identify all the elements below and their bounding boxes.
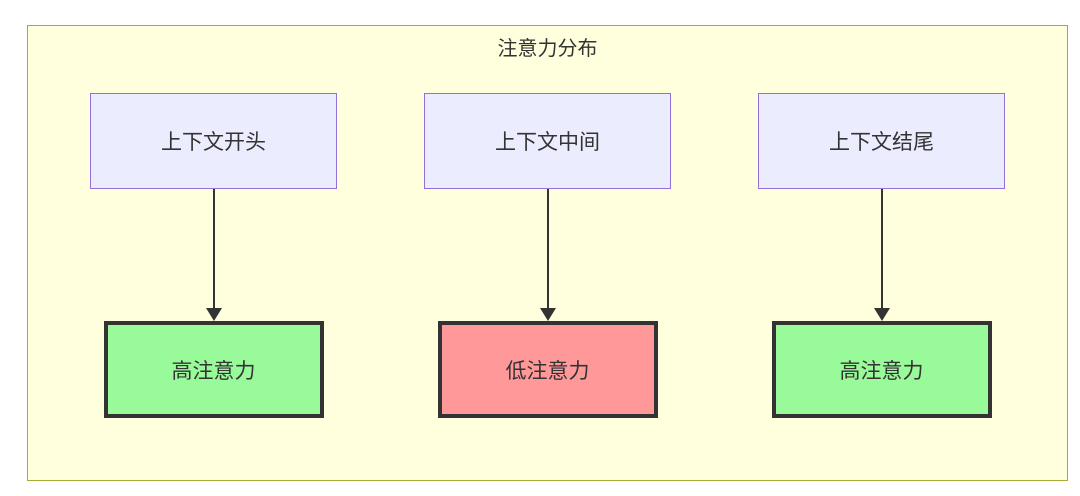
attention-distribution-subgraph: 注意力分布 上下文开头 高注意力 上下文中间 低注意力 — [27, 25, 1068, 481]
node-low-attention: 低注意力 — [437, 321, 658, 418]
arrow-start-to-high — [205, 189, 222, 321]
arrow-down-icon — [205, 308, 222, 321]
arrow-line — [212, 189, 215, 308]
arrow-line — [546, 189, 549, 308]
flow-columns: 上下文开头 高注意力 上下文中间 低注意力 上下文结 — [28, 93, 1067, 418]
flow-column-context-middle: 上下文中间 低注意力 — [424, 93, 671, 418]
node-high-attention-2: 高注意力 — [771, 321, 992, 418]
arrow-down-icon — [873, 308, 890, 321]
node-low-attention-label: 低注意力 — [505, 359, 590, 383]
node-context-middle-label: 上下文中间 — [495, 131, 600, 154]
arrow-middle-to-low — [539, 189, 556, 321]
diagram-title: 注意力分布 — [497, 38, 598, 60]
node-context-middle: 上下文中间 — [424, 93, 671, 189]
node-context-end: 上下文结尾 — [758, 93, 1005, 189]
node-context-start-label: 上下文开头 — [161, 131, 266, 154]
node-context-end-label: 上下文结尾 — [829, 131, 934, 154]
arrow-down-icon — [539, 308, 556, 321]
node-context-start: 上下文开头 — [90, 93, 337, 189]
flow-column-context-end: 上下文结尾 高注意力 — [758, 93, 1005, 418]
node-high-attention-2-label: 高注意力 — [839, 359, 924, 383]
arrow-line — [880, 189, 883, 308]
arrow-end-to-high — [873, 189, 890, 321]
node-high-attention-1: 高注意力 — [103, 321, 324, 418]
flow-column-context-start: 上下文开头 高注意力 — [90, 93, 337, 418]
node-high-attention-1-label: 高注意力 — [171, 359, 256, 383]
